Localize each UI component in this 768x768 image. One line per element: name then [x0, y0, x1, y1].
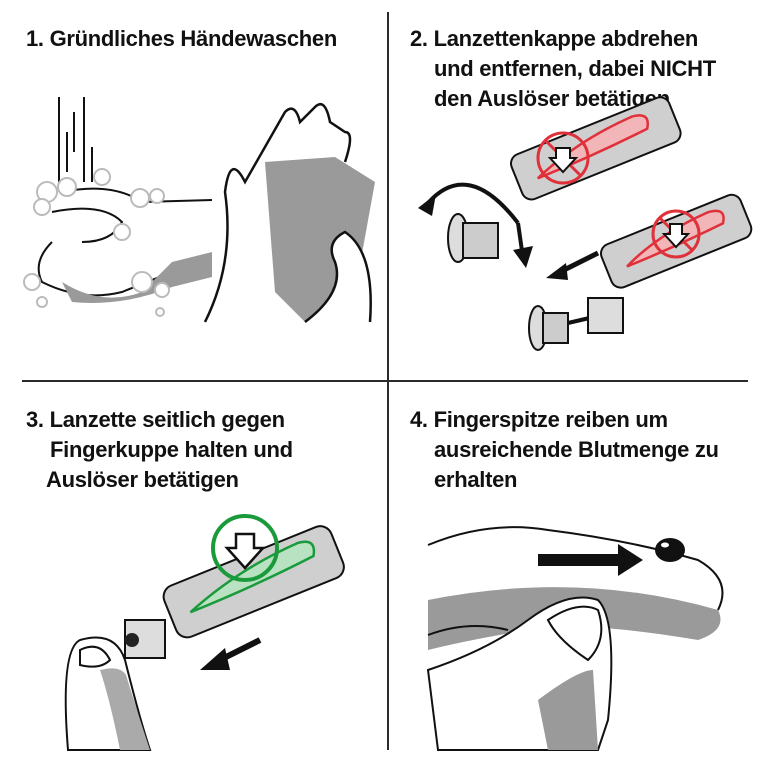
arrow-right-icon — [538, 554, 618, 566]
step-text: und entfernen, dabei NICHT — [434, 56, 716, 81]
step-number: 3. — [26, 407, 44, 432]
step-text: Gründliches Händewaschen — [49, 26, 338, 51]
step-3-title: 3. Lanzette seitlich gegen Fingerkuppe h… — [26, 405, 293, 495]
horizontal-divider — [22, 380, 748, 382]
rotate-arrow-icon — [426, 182, 520, 225]
step-text: ausreichende Blutmenge zu — [434, 437, 719, 462]
step-1-title: 1. Gründliches Händewaschen — [26, 24, 337, 54]
finger-rub-icon — [426, 526, 724, 751]
step-2-title: 2. Lanzettenkappe abdrehen und entfernen… — [410, 24, 716, 114]
step-text: den Auslöser betätigen — [434, 86, 670, 111]
lancet-trigger-icon — [64, 514, 345, 751]
step-text: erhalten — [434, 467, 518, 492]
blood-drop-icon — [655, 538, 685, 562]
prohibited-icon — [536, 131, 590, 185]
step-text: Auslöser betätigen — [46, 467, 239, 492]
step-text: Fingerspitze reiben um — [433, 407, 669, 432]
ok-indicator-icon — [211, 514, 279, 582]
step-number: 4. — [410, 407, 428, 432]
step-text: Fingerkuppe halten und — [50, 437, 293, 462]
step-number: 2. — [410, 26, 428, 51]
step-text: Lanzettenkappe abdrehen — [433, 26, 699, 51]
hand-drying-icon — [203, 102, 375, 323]
hand-washing-icon — [23, 97, 213, 317]
prohibited-icon — [651, 209, 701, 259]
step-number: 1. — [26, 26, 44, 51]
step-text: Lanzette seitlich gegen — [49, 407, 285, 432]
step-4-title: 4. Fingerspitze reiben um ausreichende B… — [410, 405, 719, 495]
lancet-cap-removal-icon — [418, 96, 753, 351]
